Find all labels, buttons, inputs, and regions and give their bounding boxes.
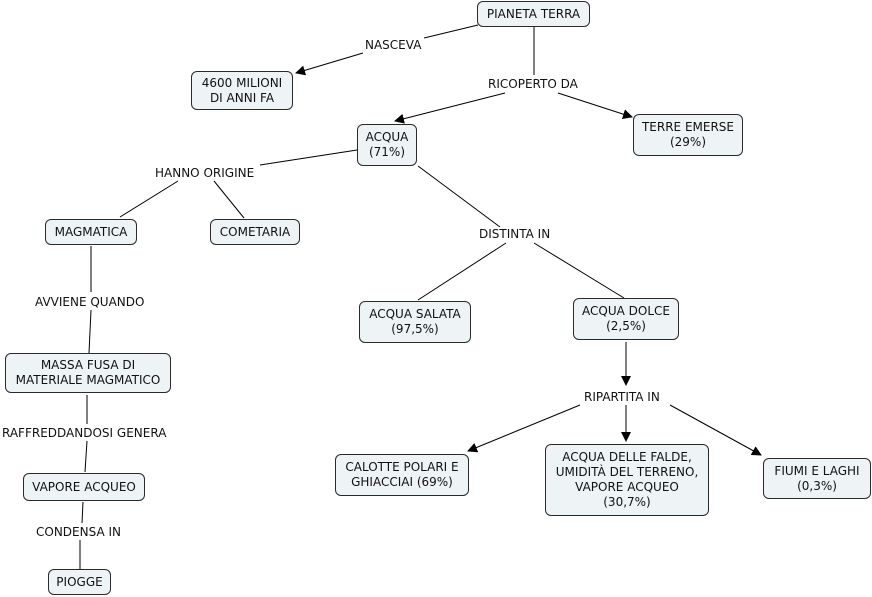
line-distinta-salata (417, 242, 507, 301)
line-origine-cometaria (213, 180, 245, 219)
label-nasceva: NASCEVA (363, 38, 424, 52)
arrow-ripartita-calotte (467, 404, 581, 453)
node-pianeta-terra[interactable]: PIANETA TERRA (477, 1, 590, 27)
label-hanno-origine: HANNO ORIGINE (153, 166, 257, 180)
node-magmatica[interactable]: MAGMATICA (45, 219, 137, 245)
node-cometaria[interactable]: COMETARIA (210, 219, 300, 245)
node-acqua[interactable]: ACQUA (71%) (357, 124, 417, 166)
node-acqua-falde[interactable]: ACQUA DELLE FALDE, UMIDITÀ DEL TERRENO, … (545, 444, 709, 516)
arrow-ricoperto-terre (557, 92, 633, 119)
line-vapore-condensa (81, 501, 84, 524)
line-distinta-dolce (533, 242, 625, 299)
line-acqua-distinta (417, 165, 501, 228)
node-calotte-polari[interactable]: CALOTTE POLARI E GHIACCIAI (69%) (335, 454, 469, 496)
node-terre-emerse[interactable]: TERRE EMERSE (29%) (633, 114, 743, 156)
line-acqua-origine (259, 149, 358, 166)
label-distinta-in: DISTINTA IN (477, 227, 553, 241)
line-avviene-massa (88, 309, 92, 354)
node-acqua-dolce[interactable]: ACQUA DOLCE (2,5%) (573, 298, 679, 340)
node-vapore-acqueo[interactable]: VAPORE ACQUEO (23, 473, 145, 501)
arrow-nasceva-milioni (295, 52, 364, 76)
arrow-ricoperto-acqua (394, 92, 506, 124)
label-ripartita-in: RIPARTITA IN (582, 390, 662, 404)
node-massa-fusa[interactable]: MASSA FUSA DI MATERIALE MAGMATICO (5, 353, 171, 393)
node-4600-milioni[interactable]: 4600 MILIONI DI ANNI FA (191, 71, 293, 110)
node-piogge[interactable]: PIOGGE (48, 569, 111, 595)
arrow-ripartita-fiumi (669, 404, 762, 456)
line-raffreddandosi-vapore (84, 440, 88, 473)
label-condensa-in: CONDENSA IN (34, 525, 123, 539)
line-origine-magmatica (119, 180, 179, 218)
node-acqua-salata[interactable]: ACQUA SALATA (97,5%) (359, 301, 471, 343)
label-avviene-quando: AVVIENE QUANDO (33, 295, 147, 309)
line-pianeta-nasceva (423, 24, 479, 39)
label-raffreddandosi-genera: RAFFREDDANDOSI GENERA (0, 426, 169, 440)
label-ricoperto-da: RICOPERTO DA (486, 77, 580, 91)
node-fiumi-laghi[interactable]: FIUMI E LAGHI (0,3%) (763, 458, 871, 499)
